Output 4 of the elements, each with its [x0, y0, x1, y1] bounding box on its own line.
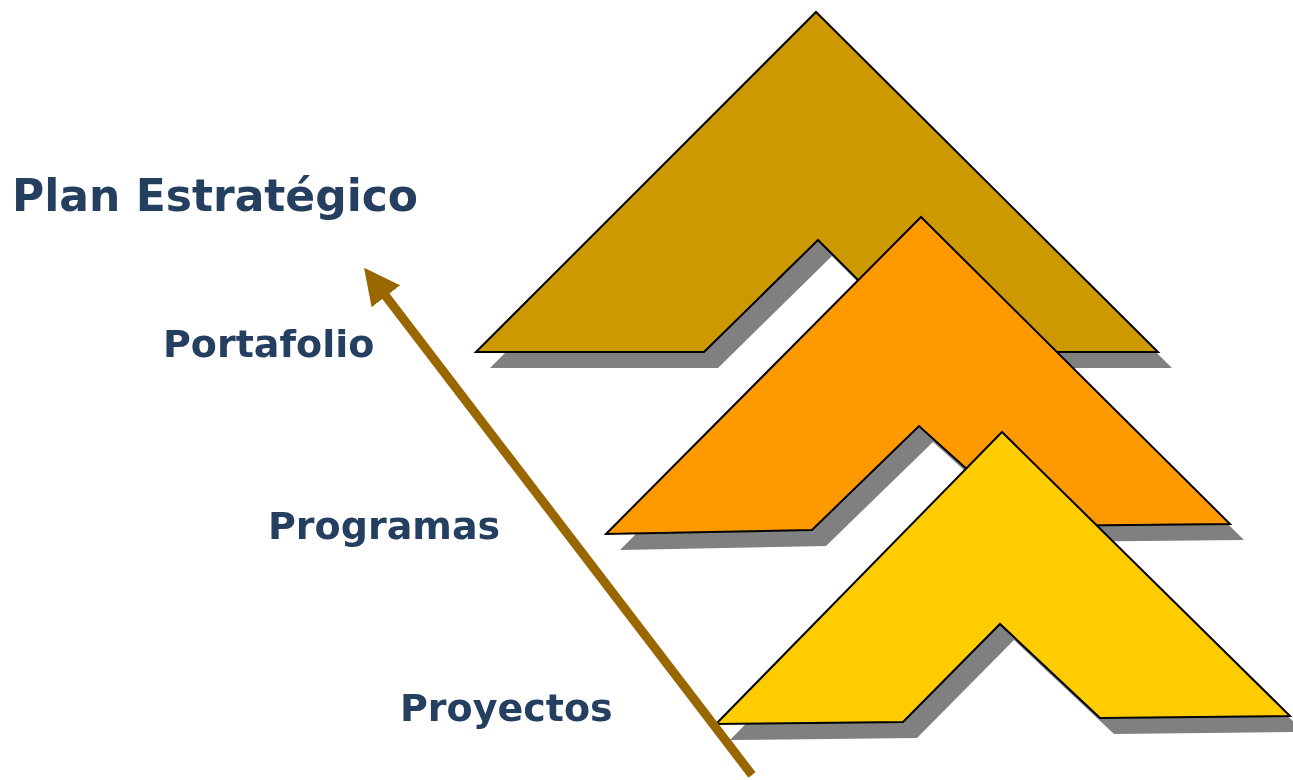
level-label: Portafolio [163, 324, 375, 366]
level-label: Proyectos [400, 688, 613, 730]
level-label: Programas [268, 506, 501, 548]
level-label: Plan Estratégico [12, 172, 419, 221]
